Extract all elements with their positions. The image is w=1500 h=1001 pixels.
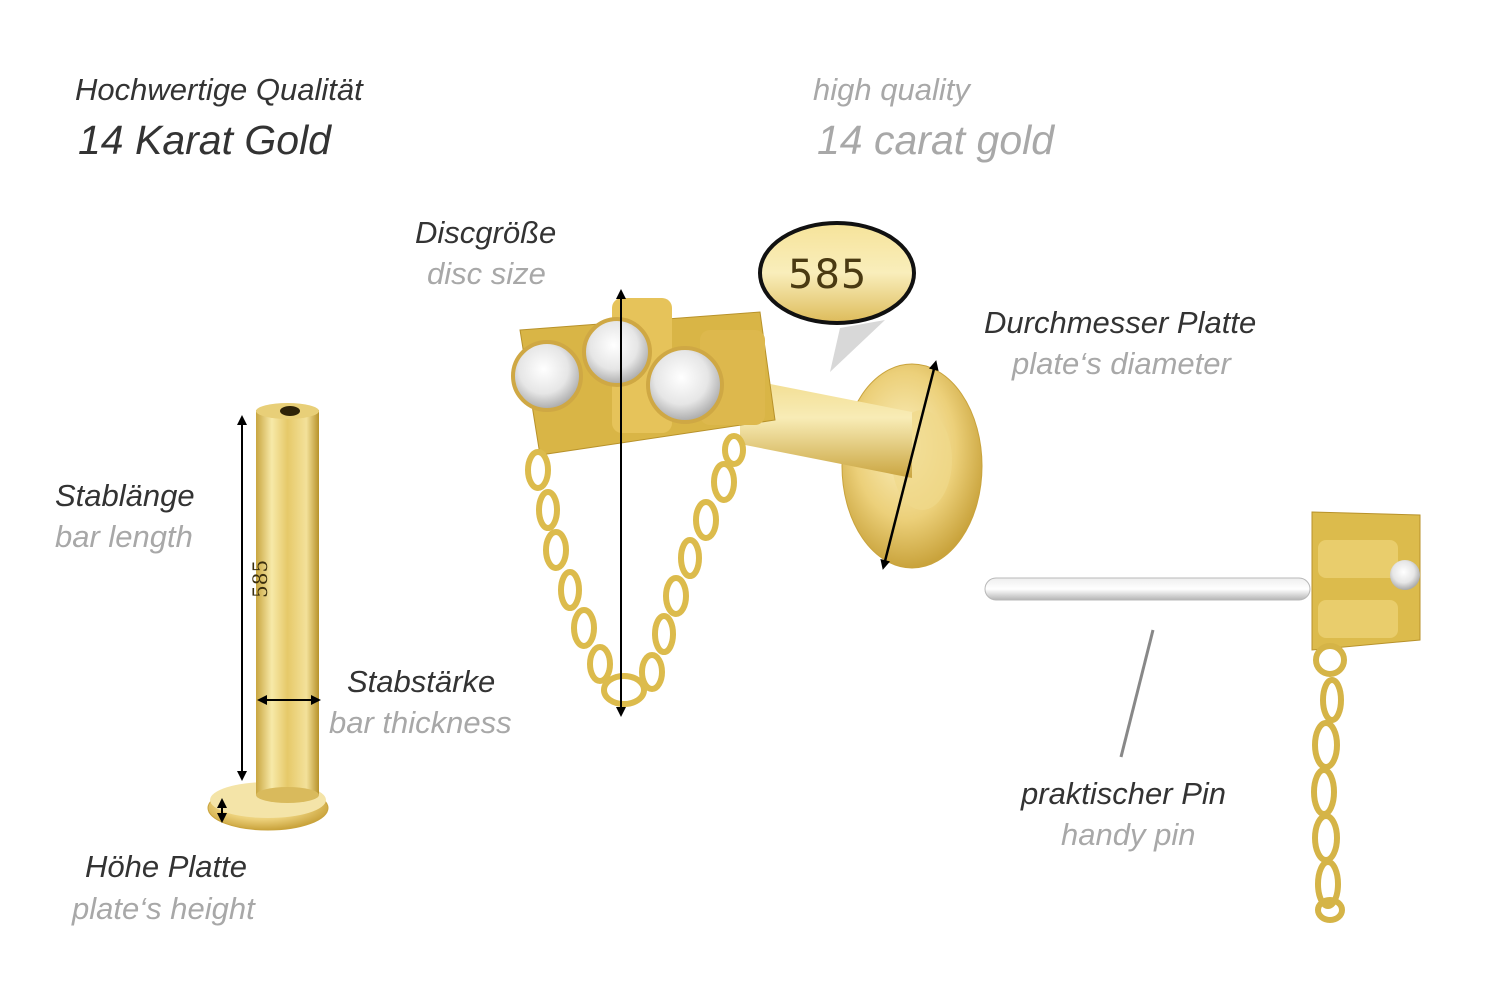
handy-pin-label-de: praktischer Pin [1021, 776, 1227, 811]
bar-length-label-en: bar length [55, 519, 193, 554]
plate-height-label-de: Höhe Platte [85, 849, 247, 884]
plate-diameter-label-en: plate‘s diameter [1012, 346, 1231, 381]
disc-size-label-en: disc size [427, 256, 546, 291]
bar-engraving: 585 [248, 559, 272, 598]
quality-heading-de: Hochwertige Qualität [75, 72, 363, 107]
handy-pin-label-en: handy pin [1061, 817, 1196, 852]
plate-diameter-label-de: Durchmesser Platte [984, 305, 1257, 340]
hallmark-badge [758, 221, 916, 372]
quality-heading-en: high quality [813, 72, 970, 107]
plate-height-label-en: plate‘s height [72, 891, 255, 926]
pin-pointer-line [1119, 629, 1155, 758]
gold-heading-de: 14 Karat Gold [78, 117, 331, 163]
plate-diameter-arrow [880, 360, 939, 570]
bar-thickness-label-en: bar thickness [329, 705, 512, 740]
disc-size-label-de: Discgröße [415, 215, 557, 250]
bar-thickness-label-de: Stabstärke [347, 664, 496, 699]
side-view-pin [984, 511, 1421, 923]
hallmark-badge-text: 585 [788, 252, 868, 298]
bar-length-label-de: Stablänge [55, 478, 195, 513]
labret-bar [207, 403, 329, 831]
gold-heading-en: 14 carat gold [817, 117, 1055, 163]
gem-top-with-chain [511, 298, 983, 707]
